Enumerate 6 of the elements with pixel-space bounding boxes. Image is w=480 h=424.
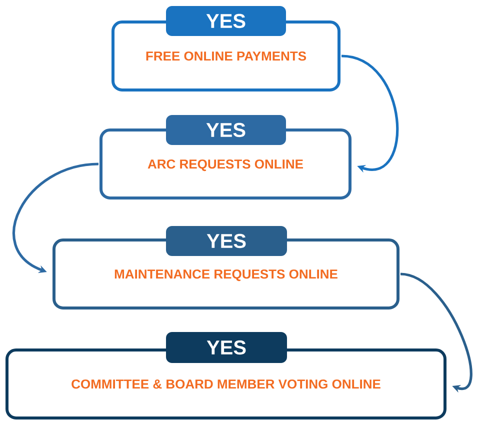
curved-arrow <box>341 54 399 173</box>
yes-tab: YES <box>166 332 287 363</box>
yes-tab: YES <box>166 6 286 36</box>
yes-tab: YES <box>166 226 287 256</box>
curved-arrow <box>400 272 472 393</box>
yes-tab: YES <box>166 115 286 145</box>
